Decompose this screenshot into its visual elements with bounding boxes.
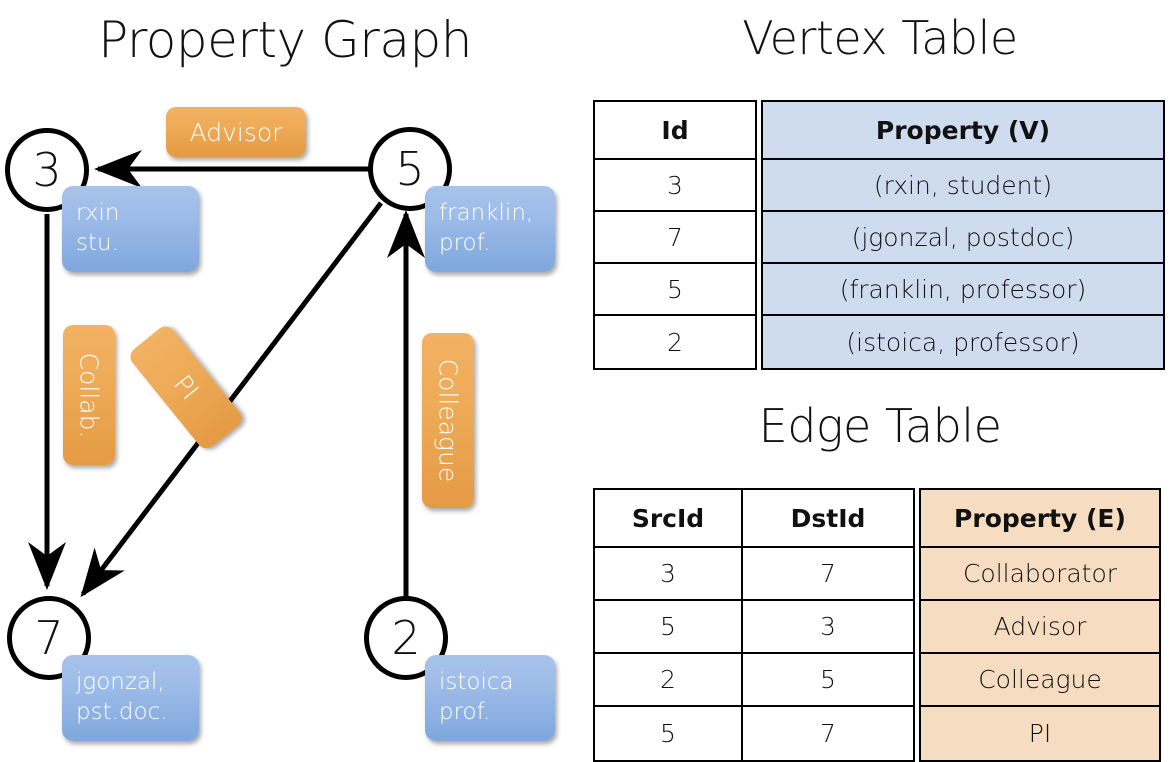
node-5-property-line-2: prof. [439, 230, 491, 256]
vertex-table-cell-id: 5 [595, 264, 755, 316]
edge-table-header-property: Property (E) [921, 490, 1159, 548]
node-5-property-line-1: franklin, [439, 200, 534, 226]
vertex-table-cell-property: (istoica, professor) [763, 316, 1163, 368]
node-3-property-box[interactable]: rxin stu. [62, 186, 199, 272]
edge-table-cell-dstid: 3 [743, 601, 913, 654]
node-3-id: 3 [32, 143, 62, 197]
edge-table-cell-srcid: 3 [595, 548, 741, 601]
vertex-table-header-property: Property (V) [763, 102, 1163, 160]
edge-label-advisor-text: Advisor [189, 117, 283, 147]
vertex-table-cell-id: 7 [595, 212, 755, 264]
edge-label-collab-text: Collab. [74, 352, 104, 438]
node-5-property-box[interactable]: franklin, prof. [425, 186, 555, 272]
node-2-id: 2 [391, 611, 421, 665]
edge-table-cell-srcid: 5 [660, 719, 676, 748]
node-5-id: 5 [395, 142, 425, 196]
edge-table-cell-dstid: 5 [743, 654, 913, 707]
graph-edge-arrows [27, 149, 426, 598]
vertex-table-cell-id: 3 [595, 160, 755, 212]
edge-table: SrcId 3 5 2 5 DstId 7 3 5 7 Property (E)… [593, 488, 1161, 762]
vertex-table-cell-id: 2 [667, 327, 683, 357]
edge-label-collab[interactable]: Collab. [63, 325, 115, 465]
vertex-table-cell-property: (rxin, student) [763, 160, 1163, 212]
property-graph-diagram: 3 5 7 2 rxin stu. franklin, prof. jgonza… [0, 0, 580, 760]
node-7-property-box[interactable]: jgonzal, pst.doc. [62, 655, 199, 741]
page-title-property-graph: Property Graph [98, 11, 472, 69]
vertex-table: Id 3 7 5 2 Property (V) (rxin, student) … [593, 100, 1165, 370]
node-2-property-line-2: prof. [439, 699, 491, 725]
edge-table-cell-property: Collaborator [921, 548, 1159, 601]
edge-label-pi-text: PI [167, 369, 205, 406]
node-7-property-line-1: jgonzal, [76, 669, 165, 695]
edge-label-advisor[interactable]: Advisor [166, 107, 306, 157]
edge-table-cell-srcid: 2 [595, 654, 741, 707]
vertex-table-id-column: Id 3 7 5 2 [593, 100, 757, 370]
node-5-circle[interactable]: 5 [368, 127, 452, 211]
node-7-property-line-2: pst.doc. [76, 699, 168, 725]
edge-label-colleague[interactable]: Colleague [422, 333, 474, 508]
edge-arrow-5-to-7 [80, 201, 383, 598]
edge-table-cell-dstid: 7 [743, 548, 913, 601]
page-title-vertex-table: Vertex Table [742, 11, 1018, 65]
node-2-circle[interactable]: 2 [364, 596, 448, 680]
edge-table-dstid-column: DstId 7 3 5 7 [741, 488, 915, 762]
edge-table-srcid-column: SrcId 3 5 2 5 [593, 488, 743, 762]
edge-table-cell-property: Colleague [921, 654, 1159, 707]
edge-table-cell-property: PI [921, 707, 1159, 760]
edge-table-cell-dstid: 7 [820, 719, 836, 748]
node-3-property-line-2: stu. [76, 230, 119, 256]
edge-table-cell-property: Advisor [921, 601, 1159, 654]
edge-table-property-column: Property (E) Collaborator Advisor Collea… [919, 488, 1161, 762]
page-title-edge-table: Edge Table [758, 399, 1002, 453]
edge-table-cell-srcid: 5 [595, 601, 741, 654]
vertex-table-cell-property: (franklin, professor) [763, 264, 1163, 316]
vertex-table-cell-property: (jgonzal, postdoc) [763, 212, 1163, 264]
node-2-property-line-1: istoica [439, 669, 514, 695]
edge-label-colleague-text: Colleague [433, 358, 463, 483]
node-7-id: 7 [34, 611, 64, 665]
edge-table-header-dstid: DstId [743, 490, 913, 548]
vertex-table-header-id: Id [595, 102, 755, 160]
vertex-table-property-column: Property (V) (rxin, student) (jgonzal, p… [761, 100, 1165, 370]
edge-table-header-srcid: SrcId [595, 490, 741, 548]
node-3-property-line-1: rxin [76, 200, 120, 226]
node-2-property-box[interactable]: istoica prof. [425, 655, 555, 741]
